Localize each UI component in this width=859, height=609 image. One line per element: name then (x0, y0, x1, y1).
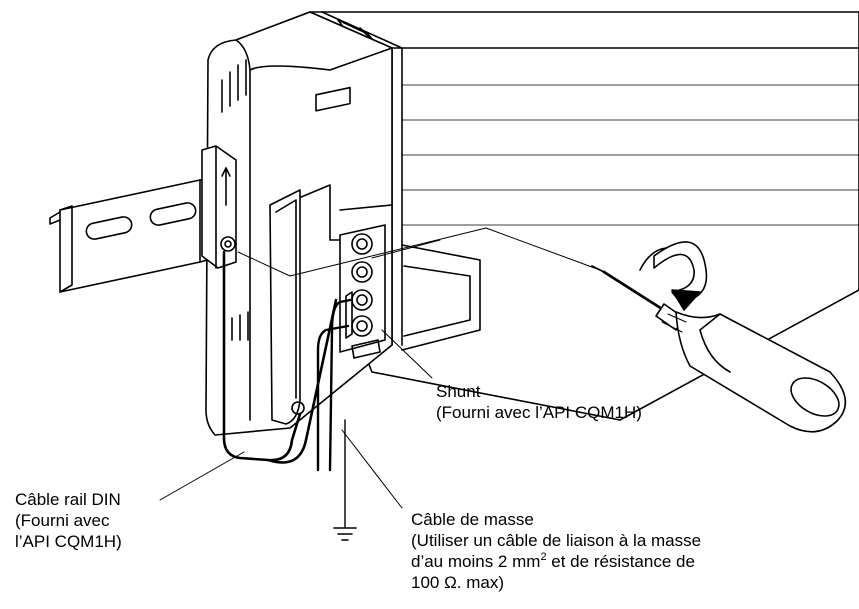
din-rail-icon (49, 145, 237, 293)
shunt-label: Shunt (Fourni avec l’API CQM1H) (436, 381, 642, 423)
din-cable-label-line: Câble rail DIN (15, 490, 121, 509)
ground-cable-label: Câble de masse (Utiliser un câble de lia… (411, 509, 701, 593)
ground-cable-label-line: Câble de masse (411, 510, 534, 529)
din-cable-label-line: l’API CQM1H) (15, 532, 122, 551)
ground-cable-label-line: d’au moins 2 mm2 et de résistance de (411, 551, 701, 572)
shunt-label-line: Shunt (436, 382, 481, 401)
ground-cable-text: d’au moins 2 mm (411, 552, 541, 571)
ground-cable-label-line: (Utiliser un câble de liaison à la masse (411, 531, 702, 550)
rotation-arrow-icon (639, 241, 708, 311)
ground-cable-label-line: 100 Ω. max) (411, 573, 505, 592)
superscript: 2 (540, 551, 547, 563)
din-cable-icon (222, 250, 338, 464)
ground-cable-icon (316, 298, 352, 472)
din-cable-label-line: (Fourni avec (15, 511, 110, 530)
terminal-block-icon (339, 224, 386, 359)
ground-cable-text: et de résistance de (546, 552, 695, 571)
ground-symbol-icon (333, 419, 357, 541)
leader-lines (159, 227, 601, 509)
din-cable-label: Câble rail DIN (Fourni avec l’API CQM1H) (15, 489, 122, 552)
shunt-label-line: (Fourni avec l’API CQM1H) (436, 403, 642, 422)
screwdriver-icon (591, 265, 847, 433)
